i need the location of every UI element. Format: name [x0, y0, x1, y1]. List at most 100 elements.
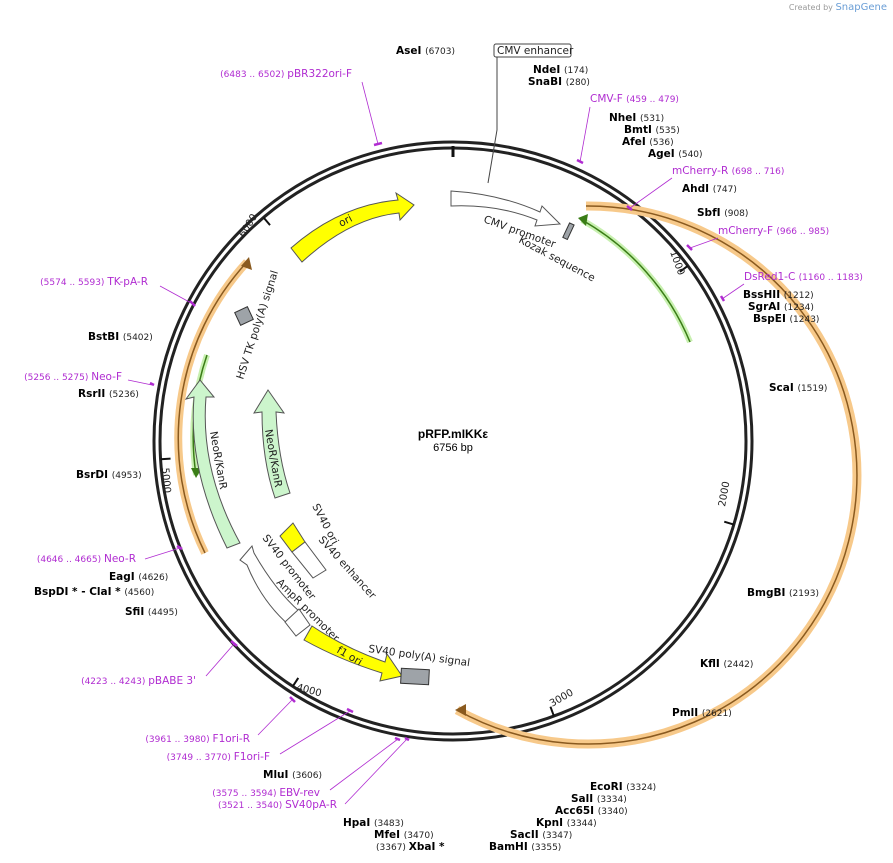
- sv40-enhancer-feature: [291, 541, 327, 579]
- enzyme-label-mfei: MfeI (3470): [374, 829, 434, 841]
- tick-label-5000: 5000: [159, 467, 172, 493]
- primer-mark-f1ori-r: [289, 696, 296, 703]
- enzyme-label-scai: ScaI (1519): [769, 382, 827, 394]
- enzyme-label-xbai: (3367) XbaI *: [376, 841, 445, 853]
- primer-leader-mcherry-r: [629, 177, 673, 209]
- neor-inner-feature: [253, 389, 291, 499]
- primer-label-ebv-rev: (3575 .. 3594) EBV-rev: [212, 787, 320, 799]
- enzyme-label-bspei: BspEI (1243): [753, 313, 819, 325]
- cmv-enhancer-box: [493, 43, 572, 58]
- primer-leader-neo-f: [127, 379, 153, 386]
- primer-leader-neo-r: [144, 547, 181, 560]
- kozak-label: Kozak sequence: [517, 234, 597, 284]
- enzyme-label-bmgbi: BmgBI (2193): [747, 587, 819, 599]
- primer-mark-neo-f: [149, 381, 155, 387]
- primer-mark-pbabe-3: [230, 640, 238, 647]
- ori-label: ori: [337, 213, 355, 230]
- primer-label-mcherry-r: mCherry-R (698 .. 716): [672, 165, 784, 177]
- enzyme-label-bmti: BmtI (535): [624, 124, 680, 136]
- primer-label-pbr322ori-f: (6483 .. 6502) pBR322ori-F: [220, 68, 352, 80]
- enzyme-label-bamhi: BamHI (3355): [489, 841, 561, 853]
- primer-leader-f1ori-r: [257, 699, 293, 736]
- primer-leader-pbabe-3: [205, 643, 235, 677]
- enzyme-label-sacii: SacII (3347): [510, 829, 572, 841]
- enzyme-label-afei: AfeI (536): [622, 136, 674, 148]
- primer-label-tk-pa-r: (5574 .. 5593) TK-pA-R: [40, 276, 148, 288]
- f1-ori-feature: [303, 625, 403, 682]
- neor-outer-feature: [184, 379, 241, 549]
- tick-5000: [160, 457, 171, 461]
- plasmid-name: pRFP.mIKKε: [418, 427, 488, 441]
- tick-label-6000: 6000: [237, 212, 260, 239]
- primer-leader-pbr322ori-f: [361, 81, 379, 145]
- orf-rfp-ikke-line: [456, 205, 858, 745]
- cmv-promoter-feature: [450, 190, 562, 227]
- primer-leader-tk-pa-r: [159, 285, 194, 305]
- enzyme-label-ahdi: AhdI (747): [682, 183, 737, 195]
- kozak-feature: [562, 222, 575, 241]
- primer-label-dsred1-c: DsRed1-C (1160 .. 1183): [744, 271, 863, 283]
- cmv-enhancer-leader: [487, 57, 498, 184]
- primer-label-mcherry-f: mCherry-F (966 .. 985): [718, 225, 829, 237]
- tick-6000: [262, 216, 271, 226]
- primer-label-f1ori-r: (3961 .. 3980) F1ori-R: [145, 733, 250, 745]
- enzyme-label-ndei: NdeI (174): [533, 64, 588, 76]
- tick-label-2000: 2000: [717, 481, 732, 508]
- tick-2000: [723, 520, 735, 526]
- ampr-promoter-feature: [284, 608, 311, 637]
- sv40-enhancer-label: SV40 enhancer: [316, 534, 379, 602]
- enzyme-label-snabi: SnaBI (280): [528, 76, 590, 88]
- enzyme-label-sali: SalI (3334): [571, 793, 627, 805]
- enzyme-label-eagi: EagI (4626): [109, 571, 168, 583]
- primer-label-neo-f: (5256 .. 5275) Neo-F: [24, 371, 122, 383]
- enzyme-labels: AseI (6703) NdeI (174)SnaBI (280) NheI (53…: [34, 45, 827, 853]
- primer-mark-mcherry-f: [686, 244, 693, 251]
- enzyme-label-sgrai: SgrAI (1234): [748, 301, 814, 313]
- enzyme-label-bstbi: BstBI (5402): [88, 331, 153, 343]
- primer-leader-ebv-rev: [329, 738, 399, 791]
- enzyme-label-asei: AseI (6703): [396, 45, 455, 57]
- primer-leader-cmv-f: [579, 106, 591, 163]
- mcherry-line: [581, 219, 691, 343]
- enzyme-label-bsshii: BssHII (1212): [743, 289, 814, 301]
- primer-labels: (6483 .. 6502) pBR322ori-F CMV-F (459 .. …: [24, 68, 863, 811]
- tick-label-3000: 3000: [548, 687, 576, 709]
- primer-mark-neo-r: [176, 544, 183, 551]
- primer-leader-dsred1-c: [721, 283, 745, 300]
- tick-label-1000: 1000: [667, 249, 686, 277]
- mcherry-arrowhead: [578, 214, 588, 226]
- enzyme-label-acc65i: Acc65I (3340): [555, 805, 628, 817]
- tick-3000: [549, 706, 555, 717]
- primer-mark-f1ori-f: [346, 707, 354, 714]
- enzyme-label-rsrii: RsrII (5236): [78, 388, 139, 400]
- left-orf-arrowhead: [241, 257, 252, 270]
- primer-mark-mcherry-r: [626, 205, 633, 211]
- primer-label-pbabe-3: (4223 .. 4243) pBABE 3': [81, 675, 196, 687]
- enzyme-label-sbfi: SbfI (908): [697, 207, 748, 219]
- hsv-tk-polya-feature: [234, 306, 254, 326]
- enzyme-label-bsrdi: BsrDI (4953): [76, 469, 142, 481]
- enzyme-label-pmli: PmlI (2621): [672, 707, 732, 719]
- primer-label-sv40pa-r: (3521 .. 3540) SV40pA-R: [218, 799, 337, 811]
- plasmid-size: 6756 bp: [433, 442, 473, 454]
- tick-4000: [291, 677, 300, 687]
- primer-marks: [127, 81, 745, 805]
- primer-label-neo-r: (4646 .. 4665) Neo-R: [37, 553, 136, 565]
- tick-1000: [679, 265, 689, 273]
- primer-label-cmv-f: CMV-F (459 .. 479): [590, 93, 679, 105]
- sv40-polya-feature: [400, 667, 430, 686]
- enzyme-label-agei: AgeI (540): [648, 148, 703, 160]
- primer-leader-f1ori-f: [279, 710, 351, 755]
- primer-leader-sv40pa-r: [344, 738, 408, 805]
- enzyme-label-kfli: KflI (2442): [700, 658, 753, 670]
- backbone-outer-strand: [152, 140, 754, 742]
- enzyme-label-ecori: EcoRI (3324): [590, 781, 656, 793]
- snapgene-watermark: Created by SnapGene: [788, 2, 887, 13]
- enzyme-label-sfii: SfiI (4495): [125, 606, 178, 618]
- enzyme-label-kpni: KpnI (3344): [536, 817, 597, 829]
- enzyme-label-hpai: HpaI (3483): [343, 817, 404, 829]
- orf-rfp-ikke-arrowhead: [455, 704, 466, 716]
- enzyme-label-nhei: NheI (531): [609, 112, 664, 124]
- enzyme-label-bspdi: BspDI * - ClaI * (4560): [34, 586, 154, 598]
